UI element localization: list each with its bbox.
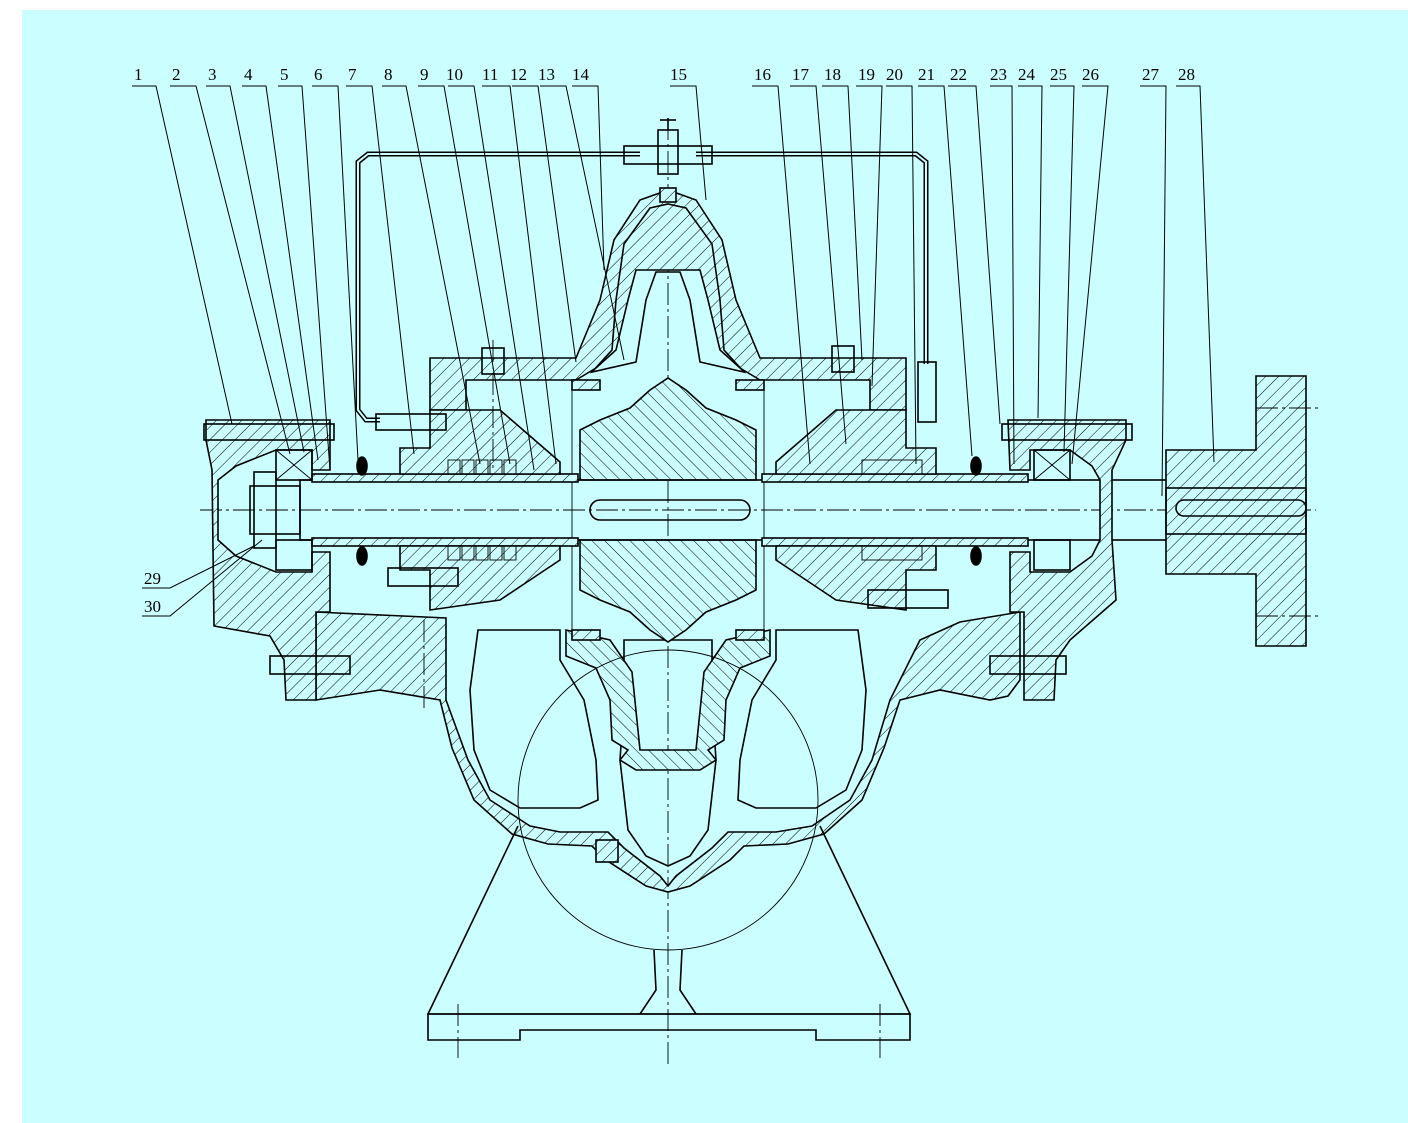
pipe-right-connector xyxy=(917,361,937,423)
right-packing-rings xyxy=(861,459,923,561)
left-stuffing-box-lower xyxy=(399,545,561,611)
callout-14: 14 xyxy=(572,65,590,84)
wear-ring-top-left xyxy=(571,379,601,391)
callout-15: 15 xyxy=(670,65,687,84)
callout-3: 3 xyxy=(208,65,217,84)
leader-lines xyxy=(132,85,1215,617)
callout-22: 22 xyxy=(950,65,967,84)
volute-left-chamber xyxy=(469,629,599,809)
left-bearing-lower xyxy=(275,539,313,571)
shaft-sleeve-left-bottom xyxy=(311,537,579,547)
callout-29: 29 xyxy=(144,569,161,588)
casing-crown-boss xyxy=(659,187,677,203)
callout-16: 16 xyxy=(754,65,771,84)
oring-right-top xyxy=(970,456,982,476)
left-bearing-cover-bolt xyxy=(203,423,335,441)
callout-11: 11 xyxy=(482,65,498,84)
oring-right-bottom xyxy=(970,546,982,566)
lock-nut xyxy=(253,471,277,549)
callout-numbers-top: 1 2 3 4 5 6 7 8 9 10 11 12 13 14 15 16 1… xyxy=(134,65,1195,84)
callout-12: 12 xyxy=(510,65,527,84)
wear-ring-bottom-left xyxy=(571,629,601,641)
callout-26: 26 xyxy=(1082,65,1099,84)
callout-7: 7 xyxy=(348,65,357,84)
callout-13: 13 xyxy=(538,65,555,84)
callout-17: 17 xyxy=(792,65,810,84)
right-gland-bolt-upper xyxy=(831,345,855,373)
callout-10: 10 xyxy=(446,65,463,84)
callout-20: 20 xyxy=(886,65,903,84)
callout-28: 28 xyxy=(1178,65,1195,84)
upper-casing xyxy=(429,189,907,411)
callout-4: 4 xyxy=(244,65,253,84)
left-foot-bolt xyxy=(269,655,351,675)
left-packing-rings xyxy=(447,459,517,561)
callout-18: 18 xyxy=(824,65,841,84)
callout-24: 24 xyxy=(1018,65,1036,84)
callout-23: 23 xyxy=(990,65,1007,84)
shaft-sleeve-left xyxy=(311,473,579,483)
drawing-canvas: 1 2 3 4 5 6 7 8 9 10 11 12 13 14 15 16 1… xyxy=(22,10,1408,1123)
pipe-cross-fitting xyxy=(623,118,713,175)
left-bearing-cross-b xyxy=(275,449,313,481)
upper-volute-channel xyxy=(589,203,747,374)
callout-1: 1 xyxy=(134,65,143,84)
callout-numbers-left: 29 30 xyxy=(144,569,161,616)
wear-ring-bottom-right xyxy=(735,629,765,641)
oring-left-top xyxy=(356,456,368,476)
right-gland-bolt-lower xyxy=(867,589,949,609)
callout-5: 5 xyxy=(280,65,289,84)
shaft-key xyxy=(589,499,751,521)
pump-section-drawing: 1 2 3 4 5 6 7 8 9 10 11 12 13 14 15 16 1… xyxy=(22,10,1408,1123)
callout-27: 27 xyxy=(1142,65,1160,84)
shaft-sleeve-right-bottom xyxy=(761,537,1029,547)
callout-19: 19 xyxy=(858,65,875,84)
callout-6: 6 xyxy=(314,65,323,84)
callout-21: 21 xyxy=(918,65,935,84)
callout-30: 30 xyxy=(144,597,161,616)
pedestal-foot xyxy=(427,1013,911,1041)
drain-plug xyxy=(595,839,619,863)
callout-2: 2 xyxy=(172,65,181,84)
right-bearing-cover-bolt xyxy=(1001,423,1133,441)
oring-left-bottom xyxy=(356,546,368,566)
left-stuffing-box xyxy=(399,409,561,475)
right-stuffing-box xyxy=(775,409,937,475)
volute-right-chamber xyxy=(737,629,867,809)
coupling xyxy=(1165,375,1307,647)
impeller-lower xyxy=(579,539,757,643)
left-gland-bolt-lower xyxy=(387,567,459,587)
pedestal-neck xyxy=(639,949,697,1015)
right-bearing xyxy=(1033,449,1071,481)
wear-ring-top-right xyxy=(735,379,765,391)
coupling-key xyxy=(1175,499,1307,517)
shaft-sleeve-right xyxy=(761,473,1029,483)
right-bearing-cross-b xyxy=(1033,449,1071,481)
balance-pipe-inner xyxy=(357,153,927,421)
lower-impeller-passage xyxy=(565,628,771,771)
shaft-left-end xyxy=(249,485,301,535)
left-bearing xyxy=(275,449,313,481)
callout-9: 9 xyxy=(420,65,429,84)
callout-25: 25 xyxy=(1050,65,1067,84)
callout-8: 8 xyxy=(384,65,393,84)
right-foot-bolt xyxy=(989,655,1067,675)
pedestal-casing-arc xyxy=(517,649,819,951)
right-bearing-lower xyxy=(1033,539,1071,571)
